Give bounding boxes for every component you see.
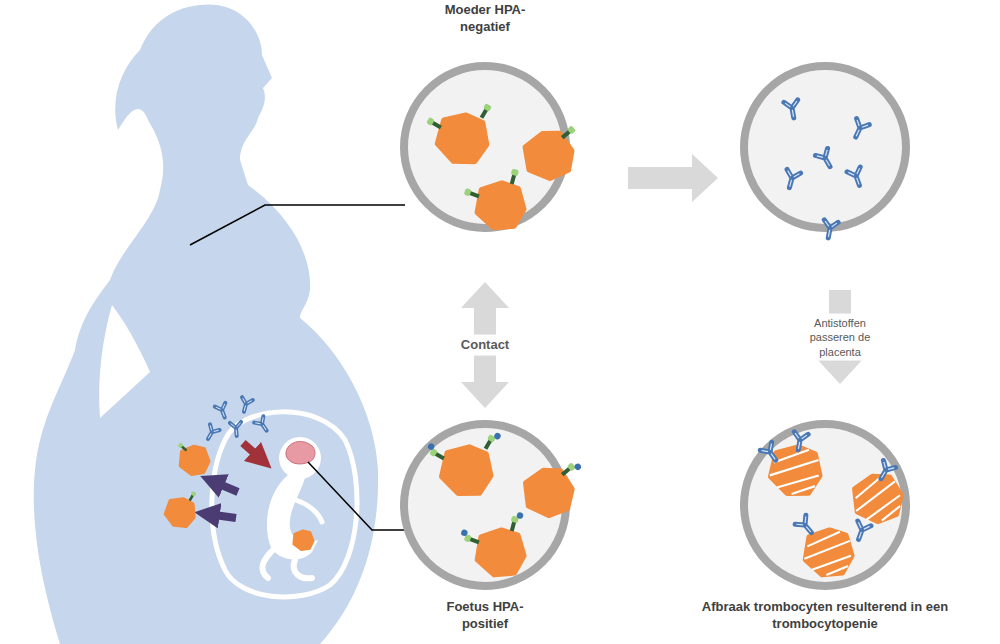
circle-shape — [744, 424, 906, 586]
antibody — [849, 119, 869, 140]
fetus-brain — [286, 441, 315, 464]
circle-node: Foetus HPA-positief — [400, 420, 570, 590]
platelet — [804, 528, 853, 576]
edge-label: Antistoffen passeren de placenta — [795, 314, 885, 361]
antibody — [875, 460, 896, 482]
antibody — [230, 422, 242, 437]
antigen-receptor — [560, 459, 582, 480]
antibody — [239, 397, 253, 413]
platelet-damage — [850, 473, 904, 526]
antibody — [815, 148, 836, 170]
leader-line — [190, 205, 405, 245]
circle-outline — [740, 420, 910, 590]
platelet — [440, 444, 495, 498]
circle-outline — [400, 420, 570, 590]
maternal-arrow — [243, 443, 262, 460]
antigen-receptor — [482, 430, 501, 453]
receptor — [478, 103, 492, 119]
platelet — [522, 465, 577, 519]
antibody — [784, 100, 801, 119]
antigen-receptor — [425, 442, 448, 461]
antibody — [795, 515, 817, 537]
node-text: Foetus HPA-positief — [430, 599, 540, 633]
fetus-arm — [296, 500, 322, 522]
platelet-damage — [803, 529, 852, 576]
platelet — [851, 471, 906, 525]
circle-shape — [744, 66, 906, 228]
node-heading: Foetus HPA-positief — [430, 599, 540, 633]
antibody — [852, 521, 871, 542]
platelet — [521, 127, 577, 183]
antibody — [847, 167, 866, 188]
platelet — [476, 181, 526, 230]
platelet — [294, 531, 314, 550]
fetal-arrow — [207, 514, 236, 518]
antibody — [215, 403, 230, 420]
arm-gap — [99, 305, 150, 418]
block-arrow — [628, 154, 718, 202]
antigen-receptor — [459, 529, 482, 546]
antibody — [760, 442, 781, 464]
receptor — [178, 442, 188, 452]
platelet — [163, 495, 198, 529]
circle-shape — [404, 66, 566, 228]
fetus-leg — [262, 548, 312, 578]
antibody — [791, 432, 808, 451]
circle-node — [740, 62, 910, 232]
receptor — [426, 117, 442, 131]
antibody — [254, 416, 271, 434]
fetal-arrow — [212, 481, 238, 492]
antibody — [783, 169, 801, 189]
antibody — [821, 220, 838, 239]
platelet — [180, 446, 209, 474]
edge-label: Contact — [457, 335, 513, 356]
receptor — [508, 169, 519, 185]
circle-outline — [400, 62, 570, 232]
platelet-damage — [768, 445, 822, 497]
node-heading: Afbraak trombocyten resulterend in een t… — [680, 599, 970, 633]
node-text: Moeder HPA-negatief — [430, 2, 540, 36]
antigen-receptor — [508, 511, 524, 533]
receptor — [464, 188, 480, 200]
antibody — [203, 424, 219, 441]
circle-shape — [404, 424, 566, 586]
fetus-head — [279, 437, 321, 479]
circle-outline — [740, 62, 910, 232]
woman-silhouette — [34, 4, 378, 644]
uterus — [212, 412, 357, 597]
receptor — [560, 125, 576, 140]
circle-node: Afbraak trombocyten resulterend in een t… — [740, 420, 910, 590]
platelet — [435, 111, 491, 166]
receptor — [188, 491, 197, 502]
circle-node: Moeder HPA-negatief — [400, 62, 570, 232]
leader-line — [308, 462, 405, 530]
node-text: Afbraak trombocyten resulterend in een t… — [680, 599, 970, 633]
platelet — [476, 528, 525, 576]
platelet — [769, 444, 824, 498]
node-heading: Moeder HPA-negatief — [430, 2, 540, 36]
